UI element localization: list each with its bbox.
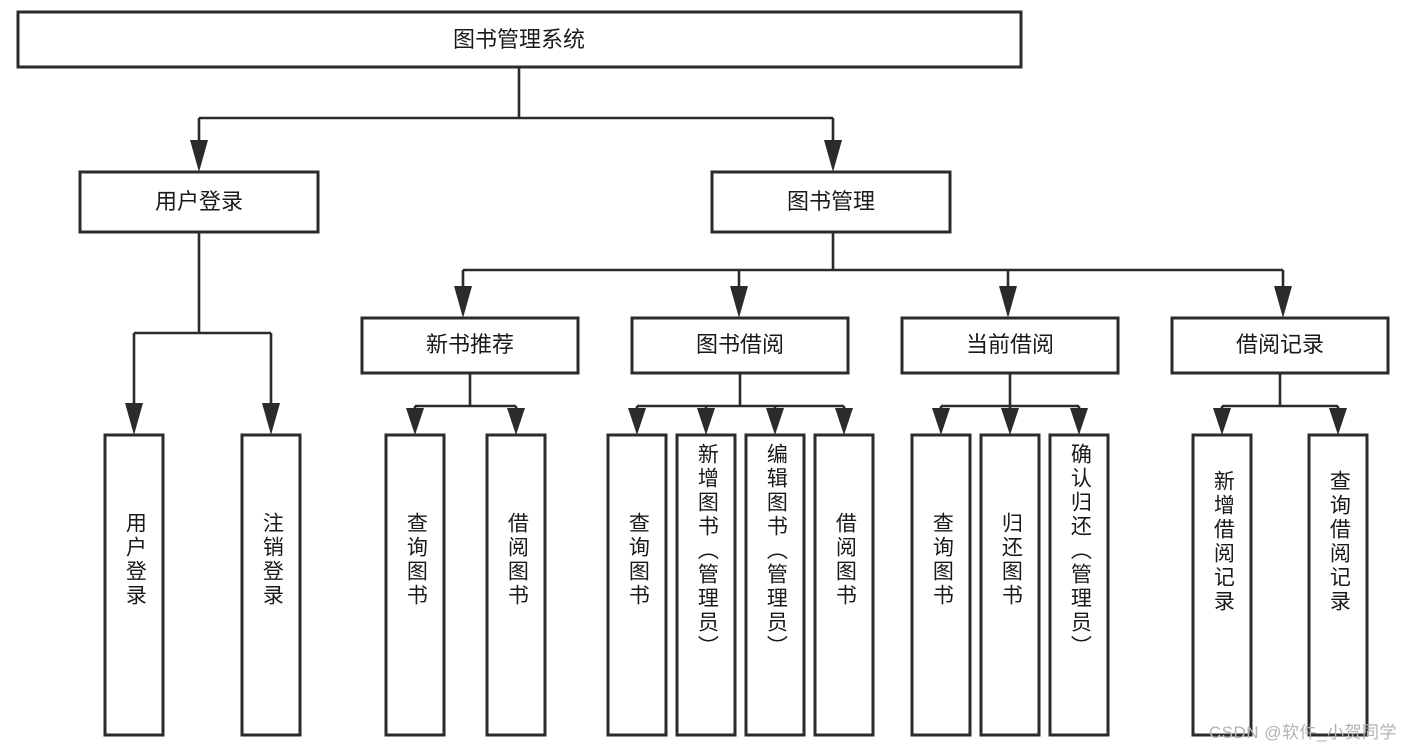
leaf-box-logout[interactable] xyxy=(240,433,302,737)
node-new-book-recommend-label: 新书推荐 xyxy=(426,332,514,357)
leaf-box-query-book-1[interactable] xyxy=(384,433,446,737)
arrow-to-current-borrow xyxy=(999,286,1017,318)
node-book-manage-box[interactable] xyxy=(710,170,952,234)
node-book-borrow-box[interactable] xyxy=(630,316,850,375)
arrow-to-leaf-return-book xyxy=(1001,408,1019,435)
node-user-login[interactable]: 用户登录 xyxy=(78,170,320,234)
node-book-borrow-label: 图书借阅 xyxy=(696,332,784,357)
leaf-box-user-login[interactable] xyxy=(103,433,165,737)
node-root[interactable]: 图书管理系统 xyxy=(16,10,1023,69)
node-borrow-record[interactable]: 借阅记录 xyxy=(1170,316,1390,375)
leaf-box-borrow-book-2[interactable] xyxy=(813,433,875,737)
node-root-box[interactable] xyxy=(16,10,1023,69)
node-borrow-record-box[interactable] xyxy=(1170,316,1390,375)
leaf-box-confirm-return[interactable] xyxy=(1048,433,1110,737)
arrow-to-book-manage xyxy=(824,140,842,172)
node-book-manage-label: 图书管理 xyxy=(787,189,875,214)
arrow-to-leaf-borrow-book-2 xyxy=(835,408,853,435)
arrow-to-leaf-user-login xyxy=(125,403,143,435)
node-user-login-box[interactable] xyxy=(78,170,320,234)
node-current-borrow-label: 当前借阅 xyxy=(966,332,1054,357)
arrow-to-leaf-query-book-1 xyxy=(406,408,424,435)
csdn-watermark: CSDN @软件_小贺同学 xyxy=(1208,723,1397,742)
arrow-to-new-book xyxy=(454,286,472,318)
arrow-to-leaf-query-record xyxy=(1329,408,1347,435)
arrow-to-borrow-record xyxy=(1274,286,1292,318)
leaf-box-add-record[interactable] xyxy=(1191,433,1253,737)
arrow-to-leaf-confirm-return xyxy=(1070,408,1088,435)
node-book-borrow[interactable]: 图书借阅 xyxy=(630,316,850,375)
connectors xyxy=(125,67,1347,435)
leaf-boxes xyxy=(103,433,1369,737)
leaf-box-query-record[interactable] xyxy=(1307,433,1369,737)
node-current-borrow-box[interactable] xyxy=(900,316,1120,375)
arrow-to-leaf-add-record xyxy=(1213,408,1231,435)
arrow-to-user-login xyxy=(190,140,208,172)
arrow-to-book-borrow xyxy=(730,286,748,318)
node-current-borrow[interactable]: 当前借阅 xyxy=(900,316,1120,375)
node-book-manage[interactable]: 图书管理 xyxy=(710,170,952,234)
leaf-box-add-book[interactable] xyxy=(675,433,737,737)
node-new-book-recommend[interactable]: 新书推荐 xyxy=(360,316,580,375)
leaf-box-borrow-book-1[interactable] xyxy=(485,433,547,737)
arrow-to-leaf-logout xyxy=(262,403,280,435)
node-user-login-label: 用户登录 xyxy=(155,189,243,214)
arrow-to-leaf-add-book xyxy=(697,408,715,435)
arrow-to-leaf-borrow-book-1 xyxy=(507,408,525,435)
leaf-box-query-book-3[interactable] xyxy=(910,433,972,737)
leaf-box-edit-book[interactable] xyxy=(744,433,806,737)
leaf-box-return-book[interactable] xyxy=(979,433,1041,737)
node-root-label: 图书管理系统 xyxy=(453,27,585,52)
arrow-to-leaf-query-book-2 xyxy=(628,408,646,435)
arrow-to-leaf-query-book-3 xyxy=(932,408,950,435)
arrow-to-leaf-edit-book xyxy=(766,408,784,435)
node-new-book-recommend-box[interactable] xyxy=(360,316,580,375)
node-borrow-record-label: 借阅记录 xyxy=(1236,332,1324,357)
leaf-box-query-book-2[interactable] xyxy=(606,433,668,737)
